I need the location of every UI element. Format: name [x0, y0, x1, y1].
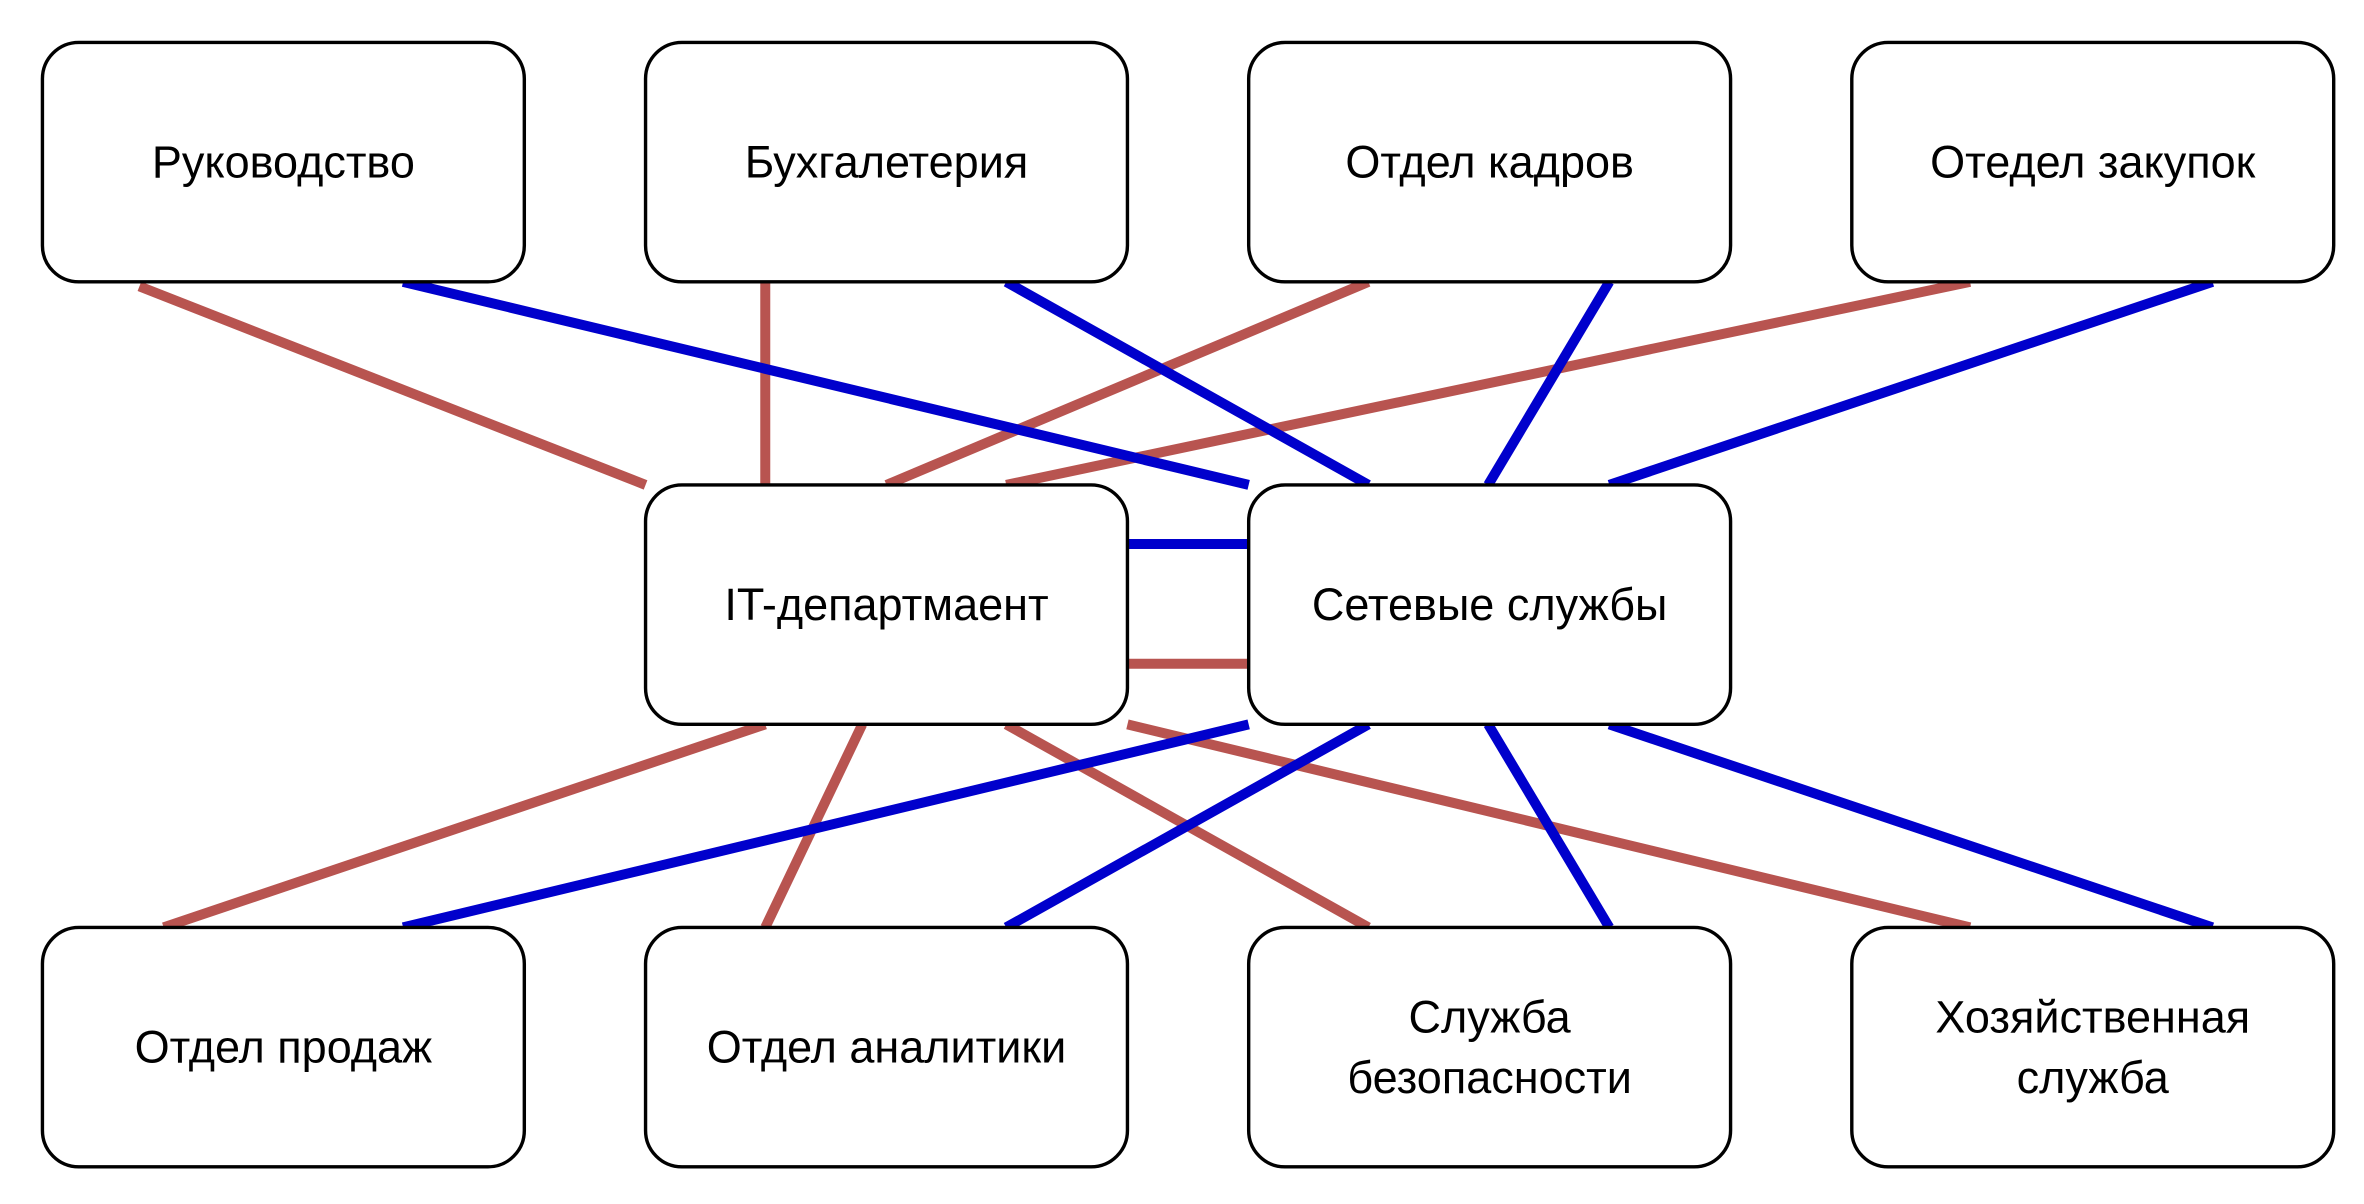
- node-hr: Отдел кадров: [1246, 40, 1733, 284]
- node-box-facilities: [1850, 925, 2336, 1169]
- node-accounting: Бухгалетерия: [643, 40, 1130, 284]
- edge-procurement-to-network: [1607, 277, 2215, 490]
- node-box-analytics: [643, 925, 1130, 1169]
- node-network: Сетевые службы: [1246, 483, 1733, 727]
- node-security: Служба безопасности: [1246, 925, 1733, 1169]
- node-box-accounting: [643, 40, 1130, 284]
- node-box-network: [1246, 483, 1733, 727]
- node-label-facilities-line-2: служба: [2017, 1052, 2170, 1103]
- edge-management-to-network: [401, 276, 1250, 490]
- node-label-management: Руководство: [152, 137, 415, 188]
- node-sales: Отдел продаж: [40, 925, 527, 1169]
- node-label-accounting: Бухгалетерия: [745, 137, 1028, 188]
- edge-network-to-facilities: [1607, 719, 2215, 933]
- node-box-it: [643, 483, 1130, 727]
- node-facilities: Хозяйственная служба: [1850, 925, 2336, 1169]
- node-label-hr: Отдел кадров: [1345, 137, 1634, 188]
- node-label-security-line-2: безопасности: [1347, 1052, 1631, 1103]
- node-box-hr: [1246, 40, 1733, 284]
- node-box-procurement: [1850, 40, 2336, 284]
- nodes-layer: Руководство Бухгалетерия Отдел кадров Отеде…: [40, 40, 2336, 1169]
- node-label-sales: Отдел продаж: [135, 1022, 433, 1073]
- node-procurement: Отедел закупок: [1850, 40, 2336, 284]
- edge-network-to-security: [1483, 721, 1614, 930]
- edge-management-to-it: [137, 281, 648, 490]
- node-label-analytics: Отдел аналитики: [707, 1022, 1067, 1073]
- node-label-it: IT-департмаент: [724, 579, 1048, 630]
- edge-accounting-to-network: [1003, 277, 1371, 490]
- node-box-security: [1246, 925, 1733, 1169]
- edge-it-to-sales: [162, 719, 767, 933]
- edge-network-to-sales: [401, 719, 1250, 933]
- edge-procurement-to-it: [1005, 276, 1972, 490]
- edge-hr-to-it: [884, 277, 1371, 490]
- edge-hr-to-network: [1483, 279, 1614, 488]
- edges-layer: [137, 276, 2215, 933]
- node-label-security-line-1: Служба: [1409, 991, 1572, 1042]
- node-label-procurement: Отедел закупок: [1930, 137, 2255, 188]
- node-analytics: Отдел аналитики: [643, 925, 1130, 1169]
- node-label-facilities-line-1: Хозяйственная: [1935, 991, 2250, 1042]
- node-box-management: [40, 40, 527, 284]
- node-management: Руководство: [40, 40, 527, 284]
- edge-network-to-analytics: [1003, 719, 1371, 932]
- node-it: IT-департмаент: [643, 483, 1130, 727]
- node-box-sales: [40, 925, 527, 1169]
- node-label-network: Сетевые службы: [1312, 579, 1667, 630]
